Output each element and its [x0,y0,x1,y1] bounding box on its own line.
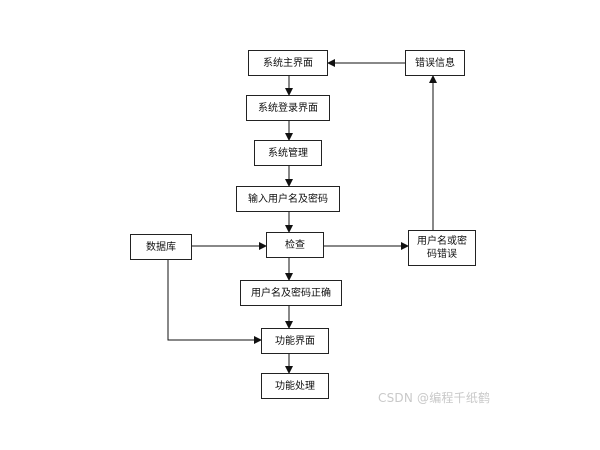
node-credentials-wrong: 用户名或密 码错误 [408,230,476,266]
watermark: CSDN @编程千纸鹤 [378,391,491,405]
node-system-management: 系统管理 [254,140,322,166]
node-database: 数据库 [130,234,192,260]
node-system-main-screen: 系统主界面 [248,50,328,76]
node-input-credentials: 输入用户名及密码 [236,186,340,212]
node-error-info: 错误信息 [405,50,465,76]
arrow-db-to-func [167,260,262,344]
node-function-screen: 功能界面 [261,328,329,354]
node-function-processing: 功能处理 [261,373,329,399]
node-check: 检查 [266,232,324,258]
node-system-login-screen: 系统登录界面 [246,95,330,121]
node-credentials-correct: 用户名及密码正确 [240,280,342,306]
